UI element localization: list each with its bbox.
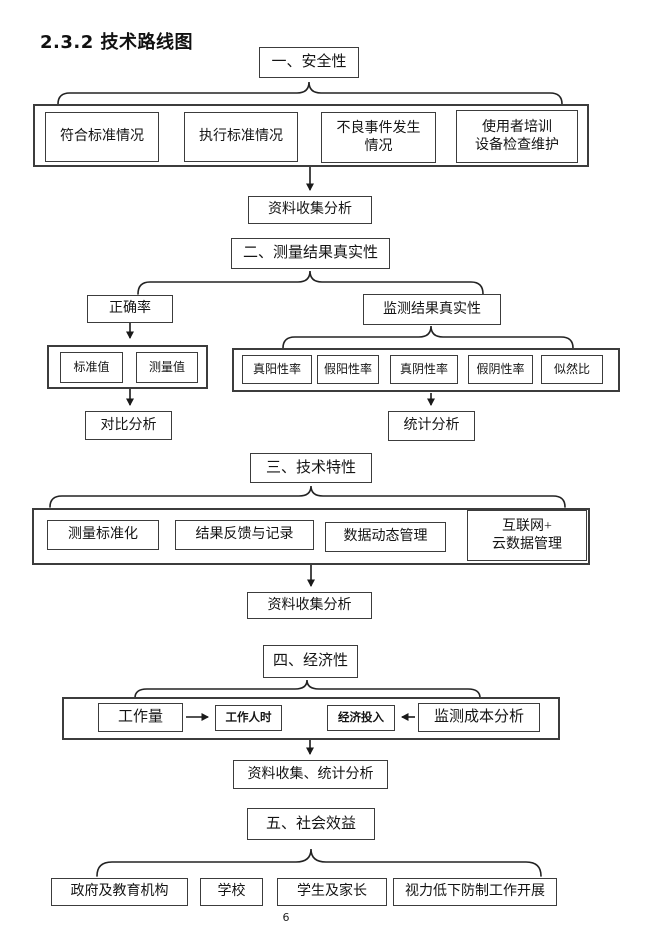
node-false-negative-rate: 假阴性率 — [468, 355, 533, 384]
node-false-positive-rate: 假阳性率 — [317, 355, 379, 384]
node-economy-title: 四、经济性 — [263, 645, 358, 678]
node-user-training-maintenance: 使用者培训 设备检查维护 — [456, 110, 578, 163]
node-measured-value: 测量值 — [136, 352, 198, 383]
economy-group-frame — [62, 697, 560, 740]
node-schools: 学校 — [200, 878, 263, 906]
node-comply-standard: 符合标准情况 — [45, 112, 159, 162]
node-true-negative-rate: 真阴性率 — [390, 355, 458, 384]
node-standard-value: 标准值 — [60, 352, 123, 383]
node-social-title: 五、社会效益 — [247, 808, 375, 840]
node-technical-title: 三、技术特性 — [250, 453, 372, 483]
rates-group-frame — [232, 348, 620, 392]
node-execute-standard: 执行标准情况 — [184, 112, 298, 162]
node-man-hours: 工作人时 — [215, 705, 282, 731]
node-authenticity-title: 二、测量结果真实性 — [231, 238, 390, 269]
node-accuracy: 正确率 — [87, 295, 173, 323]
node-government-education: 政府及教育机构 — [51, 878, 188, 906]
node-dynamic-data-management: 数据动态管理 — [325, 522, 446, 552]
node-safety-title: 一、安全性 — [259, 47, 359, 78]
node-low-vision-prevention-work: 视力低下防制工作开展 — [393, 878, 557, 906]
node-true-positive-rate: 真阳性率 — [242, 355, 312, 384]
node-economic-input: 经济投入 — [327, 705, 395, 731]
technical-group-frame — [32, 508, 590, 565]
node-workload: 工作量 — [98, 703, 183, 732]
node-internet-cloud-data: 互联网+ 云数据管理 — [467, 510, 587, 561]
node-adverse-events: 不良事件发生 情况 — [321, 112, 436, 163]
node-monitoring-cost-analysis: 监测成本分析 — [418, 703, 540, 732]
safety-group-frame — [33, 104, 589, 167]
node-likelihood-ratio: 似然比 — [541, 355, 603, 384]
node-statistical-analysis: 统计分析 — [388, 411, 475, 441]
accuracy-group-frame — [47, 345, 208, 389]
page-number: 6 — [282, 911, 290, 924]
node-safety-result: 资料收集分析 — [248, 196, 372, 224]
node-comparison-analysis: 对比分析 — [85, 411, 172, 440]
node-economy-result: 资料收集、统计分析 — [233, 760, 388, 789]
node-result-feedback-record: 结果反馈与记录 — [175, 520, 314, 550]
node-students-parents: 学生及家长 — [277, 878, 387, 906]
node-technical-result: 资料收集分析 — [247, 592, 372, 619]
page-title: 2.3.2 技术路线图 — [40, 32, 194, 53]
node-monitoring-authenticity: 监测结果真实性 — [363, 294, 501, 325]
node-measurement-standardization: 测量标准化 — [47, 520, 159, 550]
